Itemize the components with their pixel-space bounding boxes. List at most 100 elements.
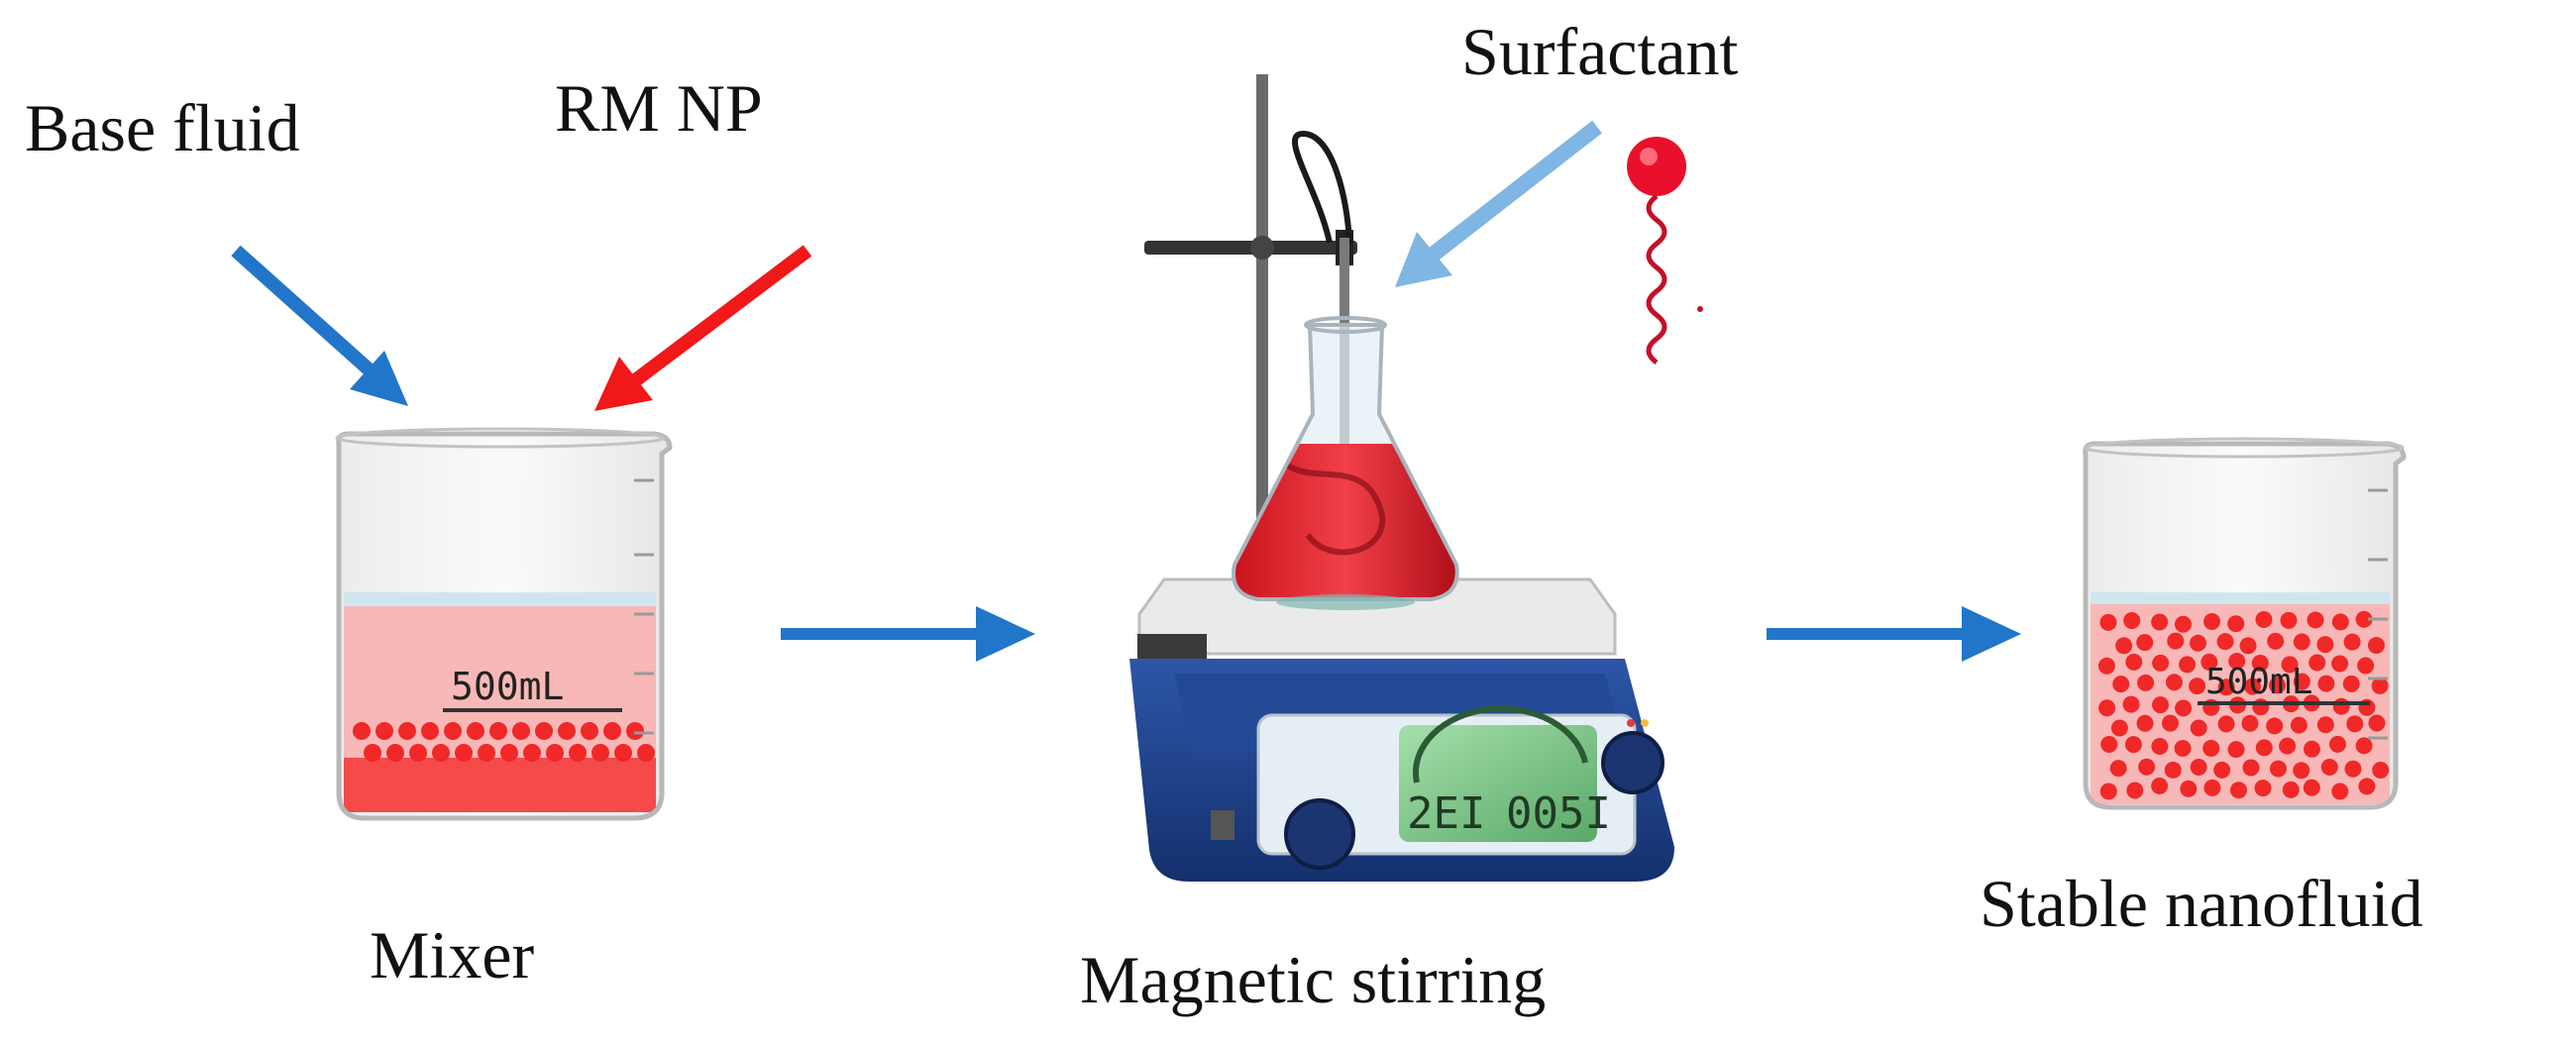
nanoparticle-icon <box>2098 699 2116 717</box>
nanoparticle-icon <box>2316 636 2334 654</box>
nanoparticle-icon <box>2328 735 2346 753</box>
nanoparticle-icon <box>2174 615 2192 633</box>
nanoparticle-icon <box>2255 739 2273 757</box>
nanoparticle-icon <box>2332 697 2350 715</box>
step2-arrow <box>1767 606 2021 662</box>
nanoparticle-icon <box>386 744 404 762</box>
nanoparticle-icon <box>2368 714 2386 732</box>
mixer-beaker: 500mL <box>335 427 673 821</box>
nanoparticle-icon <box>2239 637 2257 655</box>
nanoparticle-icon <box>2358 778 2376 795</box>
nanoparticle-icon <box>2346 715 2364 733</box>
nanoparticle-icon <box>2190 759 2207 777</box>
nanoparticle-icon <box>2303 779 2320 796</box>
display-left-value: 2EI <box>1407 788 1485 839</box>
nanoparticle-icon <box>2100 736 2118 754</box>
nanoparticle-icon <box>2109 760 2127 778</box>
step1-arrow <box>781 606 1035 662</box>
nanoparticle-icon <box>2217 679 2235 696</box>
nanoparticle-icon <box>2357 657 2375 675</box>
nanoparticle-icon <box>2179 656 2197 674</box>
nanoparticle-icon <box>2110 719 2128 737</box>
nanoparticle-icon <box>2281 656 2299 674</box>
nanoparticle-icon <box>2227 615 2245 633</box>
nanoparticle-icon <box>398 722 416 740</box>
magnetic-stirring-label: Magnetic stirring <box>1080 942 1547 1017</box>
nanoparticle-icon <box>2266 717 2284 735</box>
nanoparticle-icon <box>2216 633 2234 651</box>
nanoparticle-icon <box>2293 673 2310 690</box>
nanofluid-beaker: 500mL <box>2083 437 2407 810</box>
nanoparticle-icon <box>2124 736 2142 754</box>
nanoparticle-icon <box>2254 780 2272 797</box>
nanoparticle-icon <box>432 744 450 762</box>
nanoparticle-icon <box>2344 760 2362 778</box>
nanoparticle-icon <box>2251 654 2269 672</box>
nanoparticle-icon <box>626 722 644 740</box>
nanoparticle-icon <box>2213 761 2231 779</box>
final-particles <box>2097 610 2390 800</box>
nanoparticle-icon <box>581 722 598 740</box>
nanoparticle-icon <box>2167 632 2185 650</box>
nanoparticle-icon <box>2268 677 2286 694</box>
magnetic-stirrer: 2EI 005I <box>1129 74 1674 882</box>
nanoparticle-icon <box>2164 761 2182 779</box>
nanoparticle-icon <box>2203 779 2221 796</box>
nanoparticle-icon <box>2200 653 2218 671</box>
nanoparticle-icon <box>2122 695 2140 713</box>
nanoparticle-icon <box>546 744 564 762</box>
nanoparticle-icon <box>2230 782 2248 799</box>
nanoparticle-icon <box>455 744 473 762</box>
base-fluid-label: Base fluid <box>25 90 300 165</box>
nanoparticle-icon <box>2342 675 2360 692</box>
nanoparticle-icon <box>2331 783 2349 800</box>
nanoparticle-icon <box>364 744 381 762</box>
nanoparticle-icon <box>2126 782 2144 799</box>
nanoparticle-icon <box>2112 676 2130 693</box>
nanoparticle-icon <box>2151 737 2169 755</box>
nanoparticle-icon <box>591 744 609 762</box>
nanoparticle-icon <box>2190 719 2207 737</box>
nanoparticle-icon <box>2115 637 2133 655</box>
nanoparticle-icon <box>2267 632 2285 650</box>
nanoparticle-icon <box>2123 611 2141 629</box>
mixer-label: Mixer <box>370 917 535 993</box>
nanoparticle-icon <box>2097 657 2115 675</box>
nanoparticle-icon <box>2203 612 2221 630</box>
nanoparticle-icon <box>2099 613 2117 631</box>
nanoparticle-icon <box>2279 737 2297 755</box>
nanoparticle-icon <box>421 722 439 740</box>
stable-nanofluid-label: Stable nanofluid <box>1980 866 2423 941</box>
nanoparticle-icon <box>558 722 576 740</box>
nanoparticle-icon <box>376 722 393 740</box>
nanoparticle-icon <box>2161 714 2179 732</box>
nanoparticle-icon <box>2308 654 2326 672</box>
nanoparticle-icon <box>2269 760 2287 778</box>
surfactant-molecule-icon <box>1627 137 1703 365</box>
display-right-value: 005I <box>1506 788 1611 839</box>
nanoparticle-icon <box>2355 737 2373 755</box>
mixer-particles <box>353 722 655 762</box>
nanoparticle-icon <box>2099 783 2117 800</box>
nanoparticle-icon <box>2320 758 2338 776</box>
nanoparticle-icon <box>2343 633 2361 651</box>
nanoparticle-icon <box>2137 674 2155 691</box>
nanoparticle-icon <box>2371 677 2389 694</box>
nanofluid-volume-label: 500mL <box>2205 662 2312 702</box>
nanoparticle-icon <box>2174 740 2192 758</box>
nanoparticle-icon <box>2136 634 2154 652</box>
nanoparticle-icon <box>2367 637 2385 655</box>
base-fluid-arrow <box>231 245 408 406</box>
nanoparticle-icon <box>409 744 427 762</box>
nanoparticle-icon <box>2282 781 2300 798</box>
nanoparticle-icon <box>2138 758 2156 776</box>
nanoparticle-icon <box>2227 741 2245 759</box>
nanoparticle-icon <box>2180 780 2198 797</box>
nanoparticle-icon <box>2280 611 2298 629</box>
nanoparticle-icon <box>2217 715 2235 733</box>
nanoparticle-icon <box>2202 739 2220 757</box>
erlenmeyer-flask <box>1232 316 1459 610</box>
nanoparticle-icon <box>2293 762 2310 780</box>
nanoparticle-icon <box>2151 613 2169 631</box>
